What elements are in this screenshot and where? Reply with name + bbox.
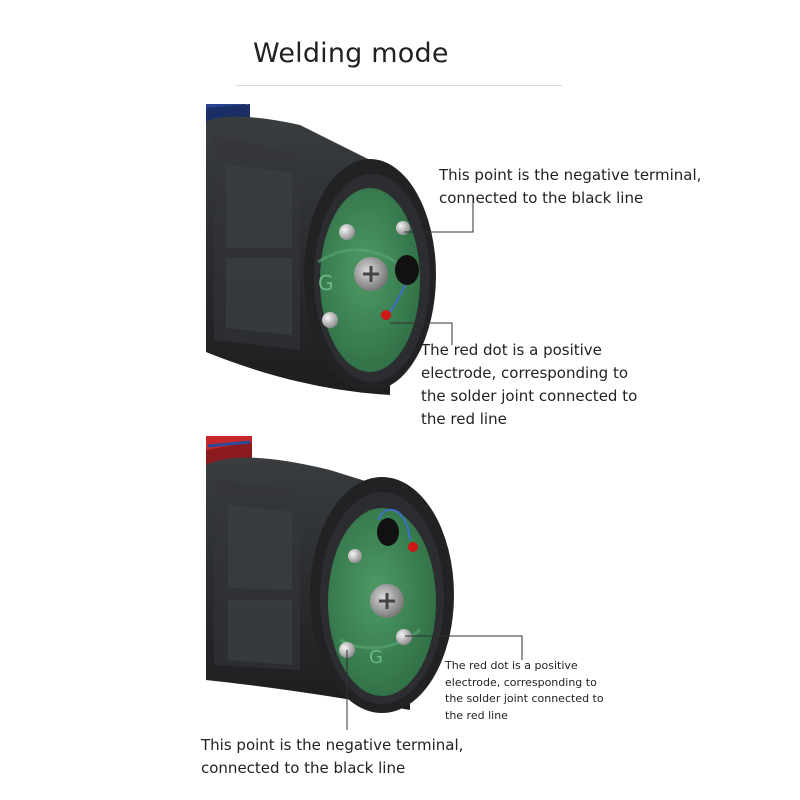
bottom-board-letter: G [369,647,383,668]
top-board-letter: G [318,271,334,295]
top-negative-pin [396,221,410,235]
top-red-dot [381,310,391,320]
page-title: Welding mode [253,38,449,69]
bottom-positive-note: The red dot is a positive electrode, cor… [445,659,604,722]
bottom-pin-upper-left [348,549,362,563]
bottom-black-component [377,518,399,546]
top-black-component [395,255,419,285]
top-negative-note: This point is the negative terminal, con… [439,166,702,207]
top-negative-leader [404,195,474,233]
bottom-positive-pin [396,629,412,645]
title-divider [236,85,562,86]
top-positive-leader [390,322,453,345]
bottom-red-dot [408,542,418,552]
bottom-connector: G [206,436,523,730]
top-pin-upper-left [339,224,355,240]
bottom-negative-note: This point is the negative terminal, con… [201,736,464,777]
top-pin-lower-left [322,312,338,328]
top-connector: G [206,104,474,396]
top-positive-note: The red dot is a positive electrode, cor… [421,341,638,428]
bottom-positive-leader [405,635,523,660]
